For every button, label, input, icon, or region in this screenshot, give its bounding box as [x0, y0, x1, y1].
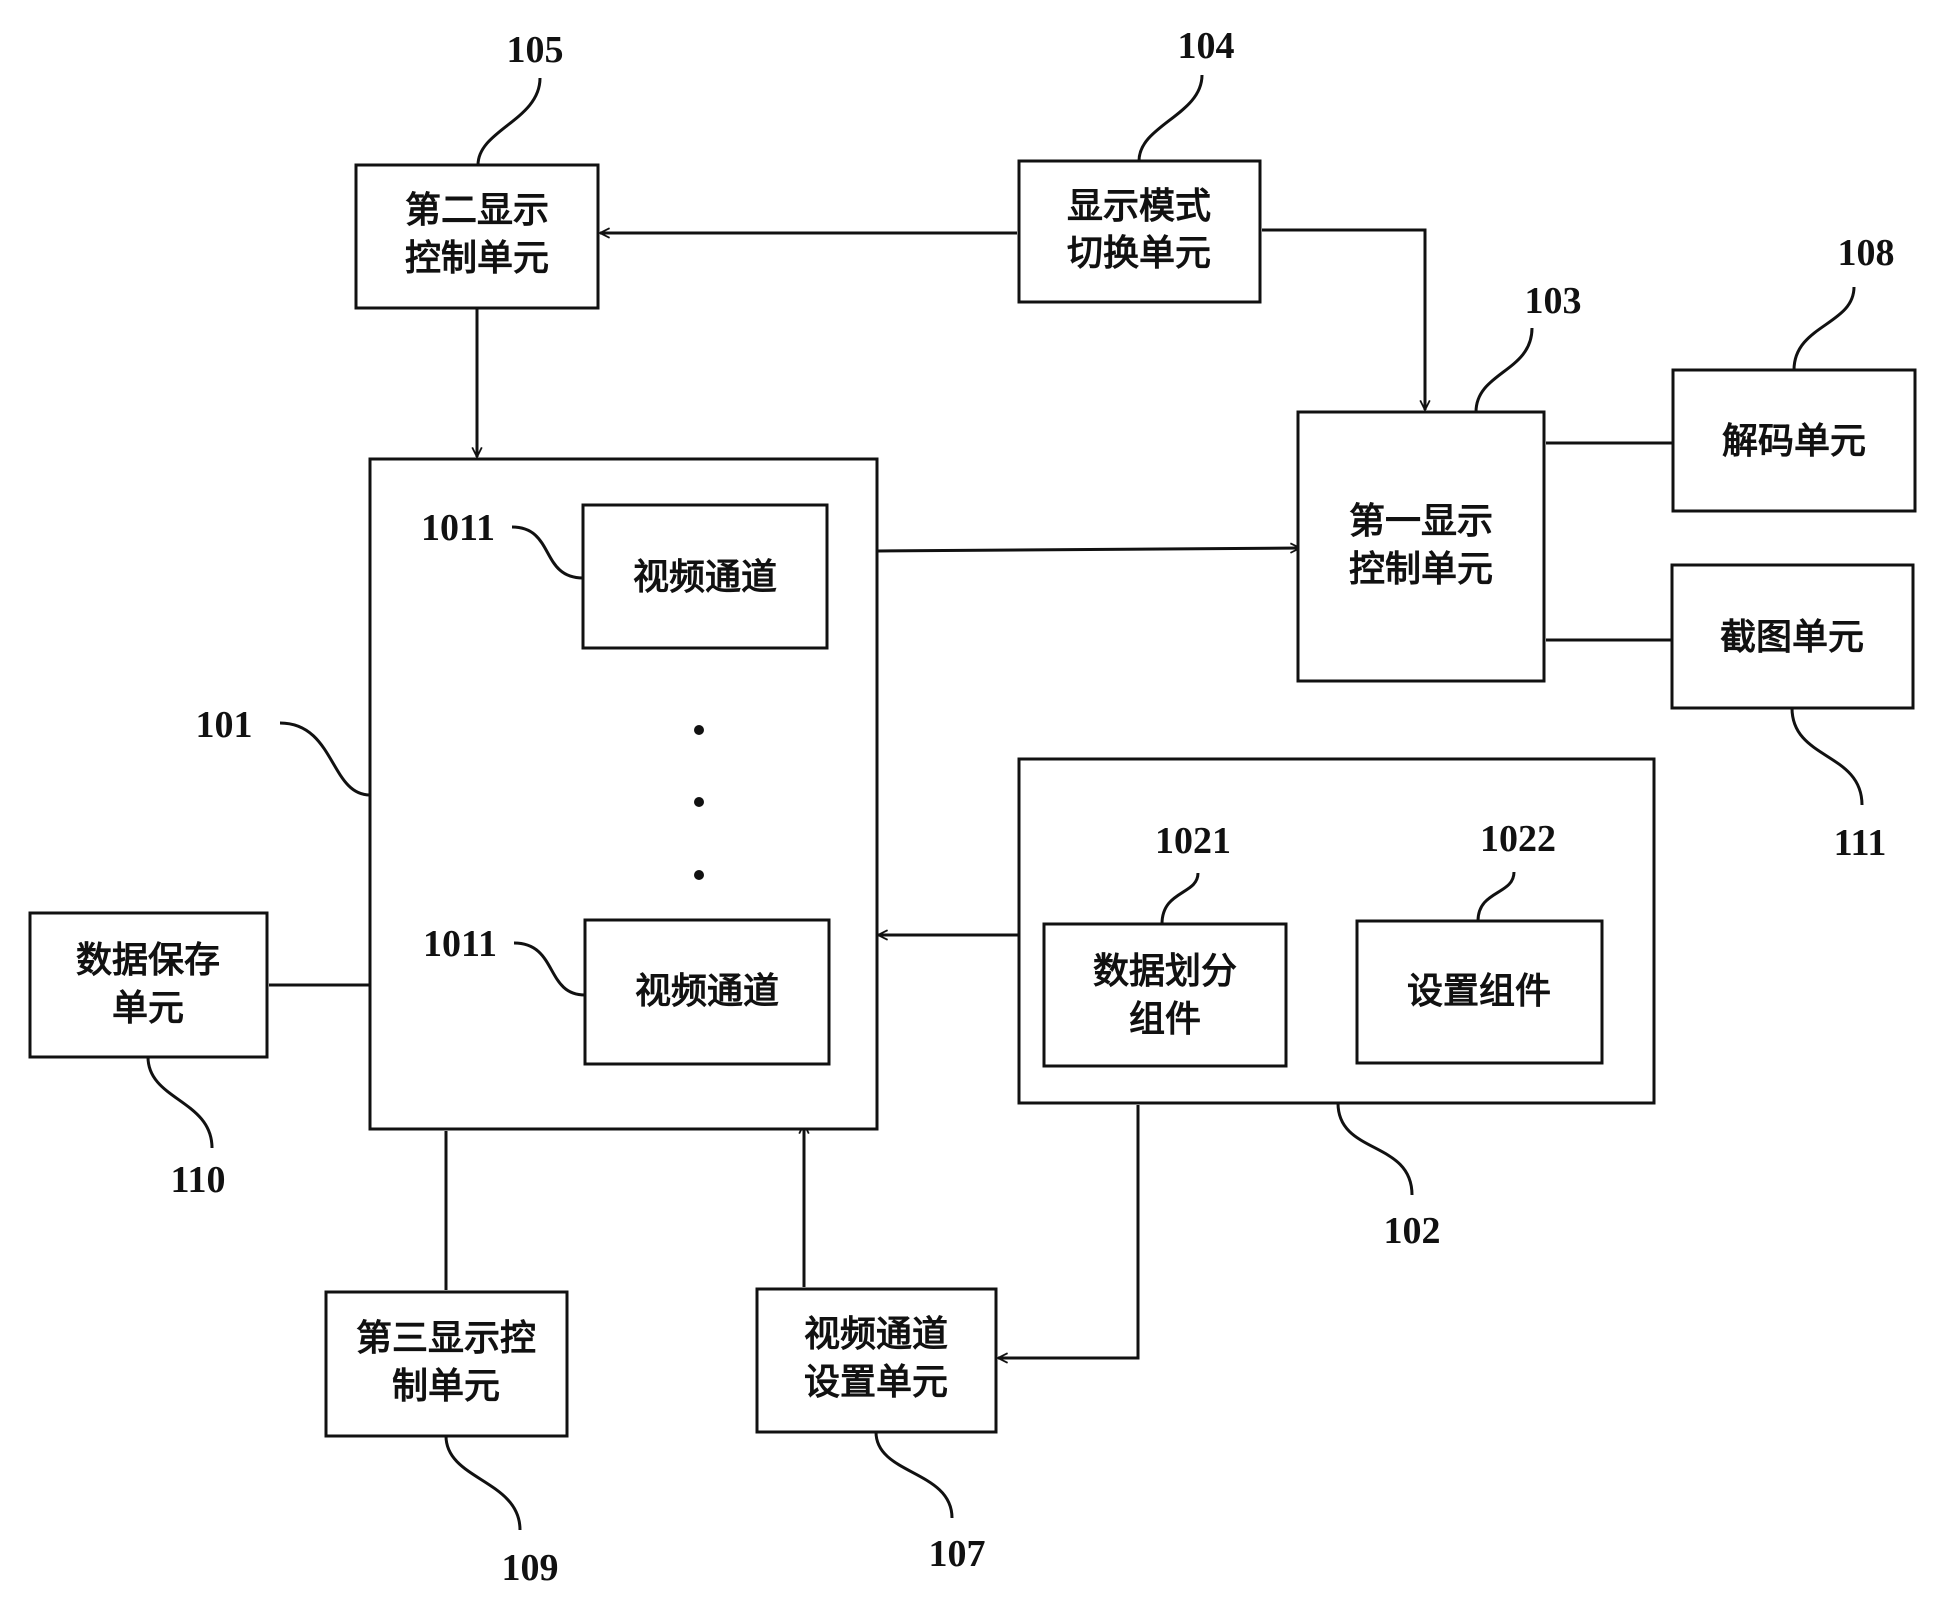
- unit-103-label-line1: 第一显示: [1349, 500, 1493, 542]
- ellipsis-dot-3: [694, 870, 704, 880]
- unit-103-box: [1296, 410, 1546, 683]
- video-channel-top-label: 视频通道: [633, 556, 777, 598]
- leader-105: [476, 77, 542, 166]
- unit-105-label-line2: 控制单元: [405, 237, 549, 279]
- ref-107: 107: [929, 1533, 986, 1575]
- unit-105-box: [354, 163, 600, 310]
- ref-108: 108: [1838, 232, 1895, 274]
- component-1021-label-line1: 数据划分: [1093, 950, 1237, 992]
- leader-111: [1790, 707, 1864, 806]
- ref-109: 109: [502, 1547, 559, 1589]
- unit-110-label-line1: 数据保存: [76, 939, 220, 981]
- leader-1022: [1476, 871, 1516, 922]
- ref-104: 104: [1178, 25, 1235, 67]
- ref-1011-top: 1011: [421, 507, 495, 549]
- unit-108-box: [1671, 368, 1917, 513]
- unit-109-box: [324, 1290, 569, 1438]
- video-channel-bottom-box: [583, 918, 831, 1066]
- leader-101: [279, 721, 371, 797]
- component-1021-box: [1042, 922, 1288, 1068]
- unit-107-box: [755, 1287, 998, 1434]
- unit-107-label-line2: 设置单元: [804, 1361, 948, 1403]
- arrow-104-to-103: [1262, 228, 1425, 410]
- component-1022-box: [1355, 919, 1604, 1065]
- leader-1021: [1160, 872, 1200, 925]
- unit-111-label: 截图单元: [1720, 616, 1864, 658]
- arrow-101-to-103: [877, 548, 1300, 551]
- unit-109-label-line2: 制单元: [392, 1365, 500, 1407]
- leader-104: [1137, 74, 1204, 162]
- leader-102: [1336, 1102, 1414, 1196]
- leader-108: [1792, 286, 1856, 371]
- component-1022-label: 设置组件: [1407, 970, 1551, 1012]
- ref-1022: 1022: [1480, 818, 1556, 860]
- unit-103-label-line2: 控制单元: [1349, 548, 1493, 590]
- leader-107: [874, 1431, 954, 1519]
- unit-109-label-line1: 第三显示控: [356, 1317, 536, 1359]
- ref-102: 102: [1384, 1210, 1441, 1252]
- unit-104-box: [1017, 159, 1262, 304]
- ref-111: 111: [1834, 822, 1887, 864]
- ref-101: 101: [196, 704, 253, 746]
- ref-1011-bottom: 1011: [423, 923, 497, 965]
- unit-105-label-line1: 第二显示: [405, 189, 549, 231]
- leader-103: [1474, 327, 1534, 413]
- leader-110: [146, 1056, 214, 1149]
- ellipsis-dot-2: [694, 797, 704, 807]
- video-channel-bottom-label: 视频通道: [635, 970, 779, 1012]
- leader-1011-top: [511, 525, 584, 580]
- leader-1011-bottom: [513, 941, 586, 997]
- arrow-102-to-107: [998, 1105, 1140, 1358]
- component-1021-label-line2: 组件: [1129, 998, 1201, 1040]
- unit-110-box: [28, 911, 269, 1059]
- unit-104-label-line2: 切换单元: [1067, 232, 1211, 274]
- ref-110: 110: [171, 1159, 226, 1201]
- ref-1021: 1021: [1155, 820, 1231, 862]
- ellipsis-dot-1: [694, 725, 704, 735]
- video-channel-top-box: [581, 503, 829, 650]
- unit-111-box: [1670, 563, 1915, 710]
- leader-109: [444, 1435, 522, 1531]
- unit-108-label: 解码单元: [1722, 420, 1866, 462]
- unit-107-label-line1: 视频通道: [804, 1313, 948, 1355]
- ref-103: 103: [1525, 280, 1582, 322]
- unit-104-label-line1: 显示模式: [1067, 185, 1211, 227]
- ref-105: 105: [507, 29, 564, 71]
- unit-110-label-line2: 单元: [112, 987, 184, 1029]
